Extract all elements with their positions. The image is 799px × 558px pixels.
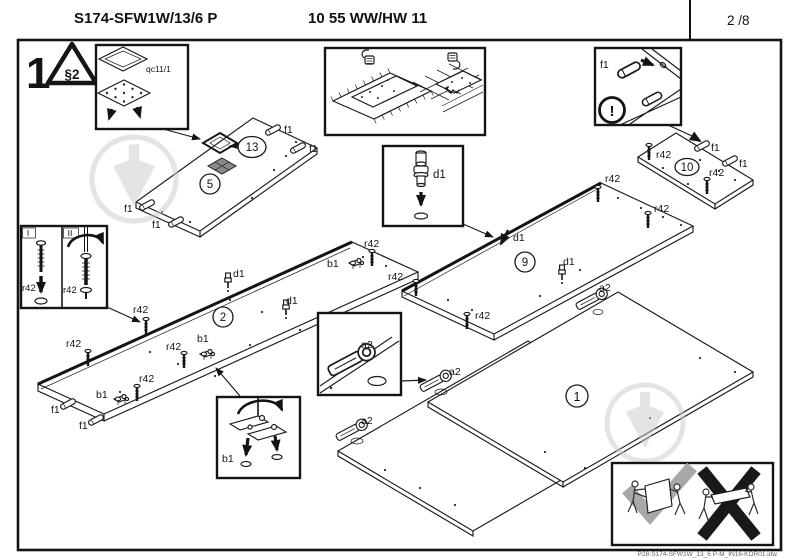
part-number-2: 2 [220,312,226,324]
part-number-1: 1 [574,390,581,404]
r42-label: r42 [66,338,81,350]
leader-line [215,367,241,397]
detail-box-d1: d1 [381,144,494,238]
leader-line [106,306,141,323]
detail-box-b1: b1 [215,367,302,480]
r42-label: r42 [656,149,671,161]
frame-part-icon [97,46,149,72]
exclamation-mark: ! [610,103,615,120]
r42-label: r42 [22,283,36,294]
step-marker: 1 §2 [26,41,99,98]
detail-box-f1: f1 ! [593,46,702,143]
surface-warning-box [323,46,487,137]
f1-label: f1 [600,59,609,71]
step-number: 1 [26,49,50,98]
drawing-filename: P28-S174-SFW1W_13_6 P-M_IN16-KOR01.idw [638,551,778,558]
f1-label: f1 [309,143,318,155]
qc-part-label: qc11/1 [146,64,171,74]
thumbs-down-icon [447,52,461,70]
carrier-figures-wrong [698,483,759,521]
d1-label: d1 [286,295,298,307]
substep-ii: II [68,228,73,238]
a2-label: a2 [449,366,461,378]
a2-label: a2 [361,339,373,351]
r42-label: r42 [133,304,148,316]
attention-circle-icon [598,96,626,124]
d1-label: d1 [433,169,446,181]
thumbs-up-icon [361,49,375,65]
leader-line [400,376,427,384]
f1-label: f1 [152,219,161,231]
part-number-10: 10 [681,162,694,174]
d1-label: d1 [513,232,525,244]
r42-label: r42 [709,167,724,179]
screw-insert-step: r42 [22,240,48,305]
product-code: 10 55 WW/HW 11 [308,10,428,27]
substep-i: I [27,228,29,238]
b1-label: b1 [327,258,339,270]
detail-box-r42: I II r42 r42 [19,224,141,323]
b1-label: b1 [96,389,108,401]
watermark [89,134,686,464]
f1-label: f1 [124,203,133,215]
panel-10: 10 r42 r42 f1 f1 [636,132,755,211]
f1-label: f1 [284,124,293,136]
r42-label: r42 [364,238,379,250]
panel-2: 2 r42 r42 r42 r42 r42 d1 d1 b1 b1 b1 f1 … [36,238,420,432]
check-icon [622,462,697,525]
r42-label: r42 [475,310,490,322]
detail-box-a2: a2 [316,311,427,397]
screw-turn-step: r42 [63,227,105,299]
grid-plate-dots [105,83,143,103]
r42-label: r42 [654,203,669,215]
part-number-9: 9 [522,257,528,269]
door-panels: 1 a2 a2 a2 [333,282,755,538]
b1-label: b1 [222,453,234,465]
panel-9: 9 r42 r42 r42 r42 d1 d1 [388,173,695,341]
b1-label: b1 [197,333,209,345]
safety-triangle-icon [45,41,99,86]
r42-label: r42 [605,173,620,185]
r42-label: r42 [388,271,403,283]
model-number: S174-SFW1W/13/6 P [74,10,218,27]
d1-label: d1 [233,268,245,280]
r42-label: r42 [166,341,181,353]
page-indicator: 2 /8 [727,13,750,28]
a2-label: a2 [599,282,611,294]
part-number-5: 5 [207,179,213,191]
panel-on-rug [350,75,419,108]
panel-carried-flat [710,487,751,505]
panel-carried-upright [644,478,673,514]
r42-label: r42 [63,285,77,296]
carrier-figures-ok [627,480,686,516]
f1-label: f1 [79,420,88,432]
panel-5: 13 5 f1 f1 f1 f1 [124,117,319,238]
leader-line [667,124,693,137]
d1-label: d1 [563,256,575,268]
r42-label: r42 [139,373,154,385]
f1-label: f1 [711,142,720,154]
f1-label: f1 [739,158,748,170]
detail-box-qc11: qc11/1 [94,43,201,141]
f1-label: f1 [51,404,60,416]
leader-line [462,223,494,238]
part-number-13: 13 [246,142,259,154]
carry-warning-box [610,461,775,547]
a2-label: a2 [361,415,373,427]
leader-line [162,128,201,141]
frame-part-13 [201,131,239,155]
safety-reference: §2 [64,67,79,82]
cross-icon [697,466,761,541]
header-divider [689,0,691,40]
